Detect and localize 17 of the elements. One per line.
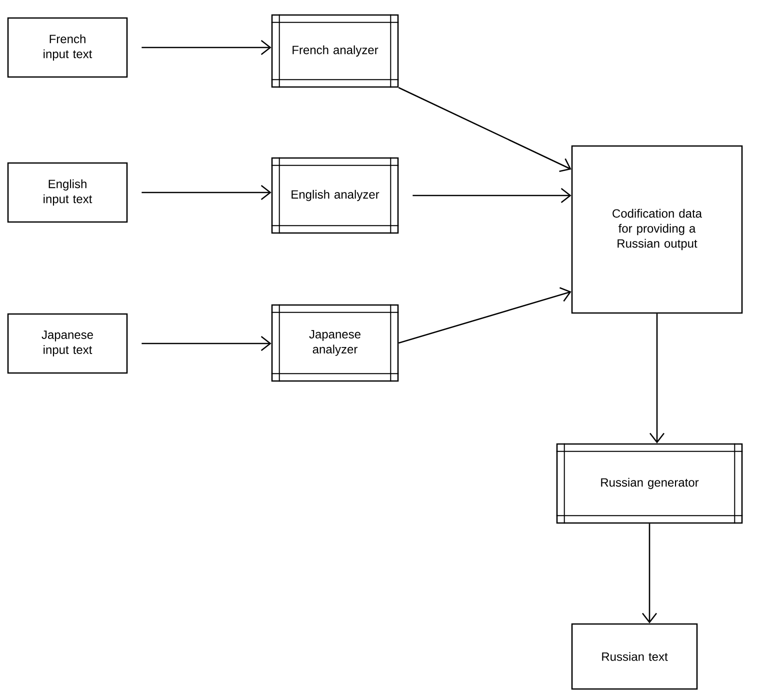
process-box: French input text bbox=[7, 17, 128, 78]
arrow bbox=[412, 188, 572, 203]
analyzer-box: Japanese analyzer bbox=[270, 304, 400, 382]
process-box: Russian text bbox=[571, 623, 698, 690]
arrow bbox=[142, 184, 272, 200]
arrow bbox=[142, 336, 272, 351]
process-box: English input text bbox=[7, 162, 128, 223]
arrow bbox=[642, 524, 658, 624]
arrow bbox=[649, 314, 665, 444]
process-box: Codification data for providing a Russian output bbox=[571, 145, 743, 314]
arrow bbox=[398, 287, 572, 344]
arrow bbox=[142, 40, 272, 55]
arrow bbox=[398, 87, 572, 172]
analyzer-box: French analyzer bbox=[270, 14, 400, 88]
generator-box: Russian generator bbox=[556, 442, 744, 524]
process-box: Japanese input text bbox=[7, 313, 128, 374]
analyzer-box: English analyzer bbox=[270, 156, 400, 234]
